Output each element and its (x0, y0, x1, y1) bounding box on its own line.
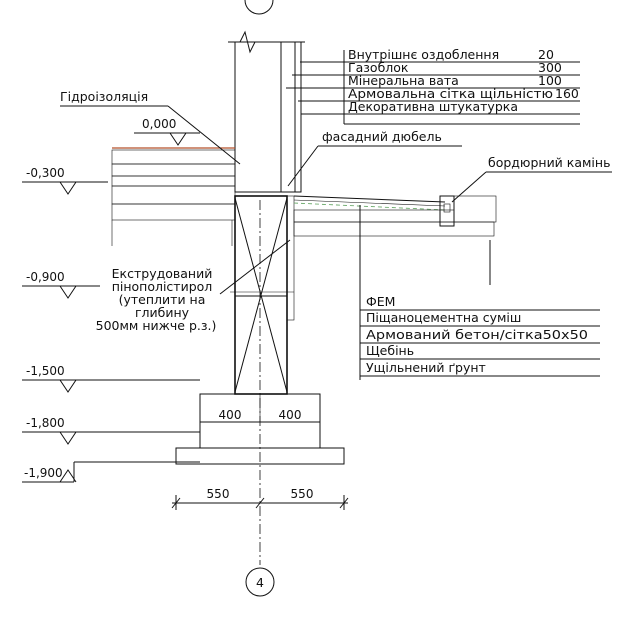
insulation-line-1: Екструдований (112, 266, 213, 281)
level-0000: 0,000 (142, 117, 176, 131)
axis-bubble (245, 567, 275, 597)
floor-slab (111, 147, 236, 246)
footing (175, 393, 345, 465)
ground-layer-1: ФЕМ (366, 294, 395, 309)
level-1500: -1,500 (26, 364, 65, 378)
base-right-dim: 550 (291, 487, 314, 501)
level-0900: -0,900 (26, 270, 65, 284)
wall-layer-2-value: 300 (538, 60, 562, 75)
wall-layer-1-value: 20 (538, 47, 554, 62)
insulation-line-4: глибину (135, 305, 190, 320)
insulation-line-3: (утеплити на (119, 292, 206, 307)
wall-layer-1-name: Внутрішнє оздоблення (348, 47, 499, 62)
level-0300: -0,300 (26, 166, 65, 180)
dimension-values: 400 400 550 550 (207, 408, 314, 501)
ground-layer-3: Армований бетон/сітка50х50 (366, 327, 588, 342)
footing-left-dim: 400 (219, 408, 242, 422)
axis-label: 4 (256, 575, 264, 590)
wall-layer-3-name: Мінеральна вата (348, 73, 459, 88)
wall-layer-4-value: 160 (555, 86, 579, 101)
top-axis-marker (244, 0, 274, 15)
insulation-label: Екструдований пінополістирол (утеплити н… (96, 266, 217, 333)
wall-layer-2-name: Газоблок (348, 60, 409, 75)
level-1900: -1,900 (24, 466, 63, 480)
wall-layer-4-name: Армовальна сітка щільністю (348, 86, 553, 101)
dimension-550 (171, 495, 349, 510)
leaders (60, 50, 612, 377)
ground-layer-list: ФЕМ Піщаноцементна суміш Армований бетон… (366, 294, 588, 375)
ground-layer-5: Ущільнений ґрунт (366, 360, 486, 375)
insulation-line-2: пінополістирол (112, 279, 213, 294)
ground-layer-4: Щебінь (366, 343, 414, 358)
footing-right-dim: 400 (279, 408, 302, 422)
wall-layer-3-value: 100 (538, 73, 562, 88)
foundation-stem (234, 195, 295, 565)
base-left-dim: 550 (207, 487, 230, 501)
ground-layer-2: Піщаноцементна суміш (366, 310, 521, 325)
facade-dowel-label: фасадний дюбель (322, 129, 442, 144)
wall-layer-5-name: Декоративна штукатурка (348, 99, 518, 114)
wall (228, 30, 305, 193)
insulation-line-5: 500мм нижче р.з.) (96, 318, 217, 333)
waterproofing-label: Гідроізоляція (60, 89, 148, 104)
level-1800: -1,800 (26, 416, 65, 430)
exterior-paving (293, 195, 497, 380)
curb-stone-label: бордюрний камінь (488, 155, 610, 170)
level-values: 0,000 -0,300 -0,900 -1,500 -1,800 -1,900 (24, 117, 176, 480)
level-marks (22, 132, 200, 483)
wall-layer-list: Внутрішнє оздоблення 20 Газоблок 300 Мін… (348, 47, 579, 114)
